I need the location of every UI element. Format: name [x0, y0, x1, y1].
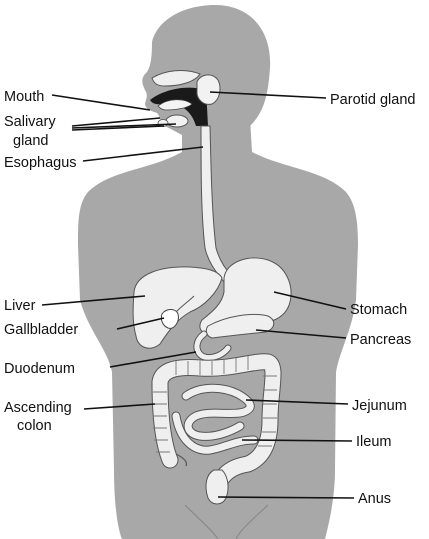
label-pancreas: Pancreas: [350, 332, 411, 348]
liver-shape: [132, 266, 223, 349]
duodenum-inner: [194, 331, 231, 361]
label-stomach: Stomach: [350, 302, 407, 318]
nasal-cavity: [151, 70, 201, 87]
label-salivary-gland-line2: gland: [13, 133, 48, 149]
duodenum-leader: [109, 351, 197, 368]
label-liver: Liver: [4, 298, 36, 314]
liver-leader: [41, 295, 146, 306]
label-jejunum: Jejunum: [352, 398, 407, 414]
gallbladder-leader: [116, 317, 165, 330]
jejunum-leader: [245, 399, 349, 405]
pancreas-leader: [255, 329, 347, 339]
tongue: [157, 99, 193, 111]
salivary-leader-2: [71, 123, 177, 129]
stomach-leader: [273, 291, 347, 310]
label-ascending-colon-line2: colon: [17, 418, 52, 434]
label-esophagus: Esophagus: [4, 155, 77, 171]
salivary-leader-1: [71, 117, 161, 127]
label-duodenum: Duodenum: [4, 361, 75, 377]
oral-cavity: [150, 87, 208, 126]
jejunum-coil-fill: [182, 384, 254, 440]
ascending-colon-leader: [83, 403, 156, 410]
colon-fill: [152, 354, 281, 486]
label-salivary-gland-line1: Salivary: [4, 114, 56, 130]
label-ascending-colon-line1: Ascending: [4, 400, 72, 416]
label-mouth: Mouth: [4, 89, 44, 105]
rectum-shape: [205, 469, 229, 505]
leader-lines: [41, 91, 355, 499]
small-intestine: [171, 383, 259, 455]
label-ileum: Ileum: [356, 434, 391, 450]
gallbladder-shape: [160, 309, 179, 329]
bile-duct: [175, 295, 195, 313]
parotid-leader: [209, 91, 327, 99]
salivary-gland-shape: [165, 114, 189, 128]
large-intestine: [151, 353, 282, 505]
parotid-gland-shape: [196, 74, 221, 105]
label-gallbladder: Gallbladder: [4, 322, 78, 338]
label-anus: Anus: [358, 491, 391, 507]
ileum-leader: [241, 439, 353, 442]
salivary-leader-3: [71, 125, 165, 131]
appendix: [175, 453, 188, 467]
labels: Mouth Salivary gland Esophagus Liver Gal…: [4, 89, 415, 507]
pancreas-shape: [205, 313, 275, 339]
ileum-coil-fill: [172, 412, 258, 454]
anus-leader: [217, 496, 355, 499]
colon-haustra: [153, 356, 277, 453]
groin-line: [184, 504, 269, 539]
label-parotid-gland: Parotid gland: [330, 92, 415, 108]
mouth-leader: [51, 94, 151, 111]
esophagus-leader: [82, 146, 204, 162]
